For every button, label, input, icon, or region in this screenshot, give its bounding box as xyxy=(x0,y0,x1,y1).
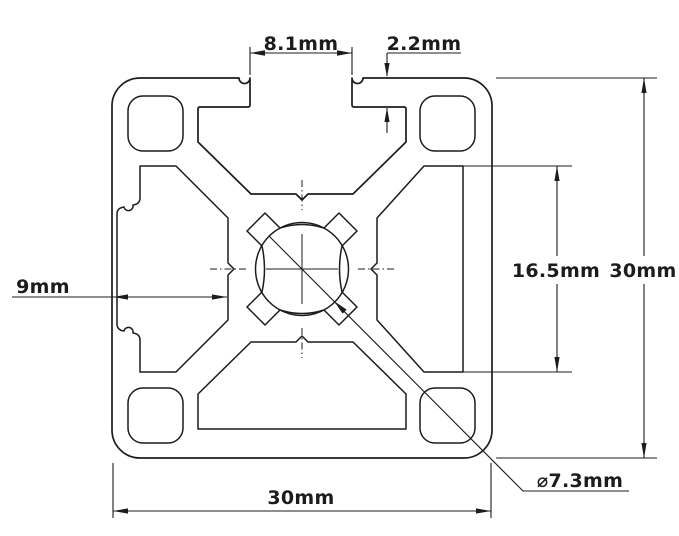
dim-label-lip-thickness: 2.2mm xyxy=(387,33,462,55)
arrow-up-left-icon xyxy=(334,301,347,314)
dimension-slot-depth: 9mm xyxy=(12,276,227,300)
dim-lines xyxy=(496,77,657,459)
arrow-left-icon xyxy=(250,50,265,56)
dim-label-slot-opening: 8.1mm xyxy=(264,33,339,55)
center-bore-circle xyxy=(254,221,350,317)
arrow-up-icon xyxy=(384,108,390,122)
dim-lines xyxy=(112,463,492,518)
corner-hole-bottom-right xyxy=(419,387,476,444)
center-screw-channel xyxy=(246,212,358,326)
dimension-slot-opening: 8.1mm xyxy=(249,33,353,75)
arrow-left-icon xyxy=(113,294,128,300)
bottom-cavity xyxy=(197,335,407,430)
arrow-up-icon xyxy=(554,166,560,181)
corner-hole-bottom-left xyxy=(127,387,184,444)
dimension-overall-width: 30mm xyxy=(112,463,492,518)
leader-line xyxy=(268,235,629,492)
profile-outline xyxy=(111,77,493,459)
dim-label-slot-depth: 9mm xyxy=(16,276,70,298)
arrow-up-icon xyxy=(641,78,647,93)
dim-lines xyxy=(249,47,353,75)
left-cavity xyxy=(116,165,235,373)
dimension-cavity-width: 16.5mm xyxy=(463,165,600,373)
dimension-center-bore: ⌀7.3mm xyxy=(268,235,629,492)
corner-hole-top-left xyxy=(127,95,184,152)
dim-label-cavity-width: 16.5mm xyxy=(512,260,600,282)
dimension-overall-height: 30mm xyxy=(496,77,676,459)
dim-label-overall-width: 30mm xyxy=(267,487,334,509)
dim-lines xyxy=(386,52,461,133)
arrow-left-icon xyxy=(113,508,128,514)
arrow-right-icon xyxy=(476,508,491,514)
corner-hole-top-right xyxy=(419,95,476,152)
arrow-right-icon xyxy=(337,50,352,56)
arrow-down-icon xyxy=(384,63,390,77)
dim-label-center-bore: ⌀7.3mm xyxy=(537,470,624,492)
dimension-lip-thickness: 2.2mm xyxy=(384,33,461,133)
arrow-right-icon xyxy=(212,294,227,300)
arrow-down-icon xyxy=(554,357,560,372)
profile-geometry xyxy=(111,77,493,459)
right-cavity xyxy=(370,165,464,373)
dim-label-overall-height: 30mm xyxy=(609,260,676,282)
dim-lines xyxy=(463,165,572,373)
arrow-down-icon xyxy=(641,443,647,458)
